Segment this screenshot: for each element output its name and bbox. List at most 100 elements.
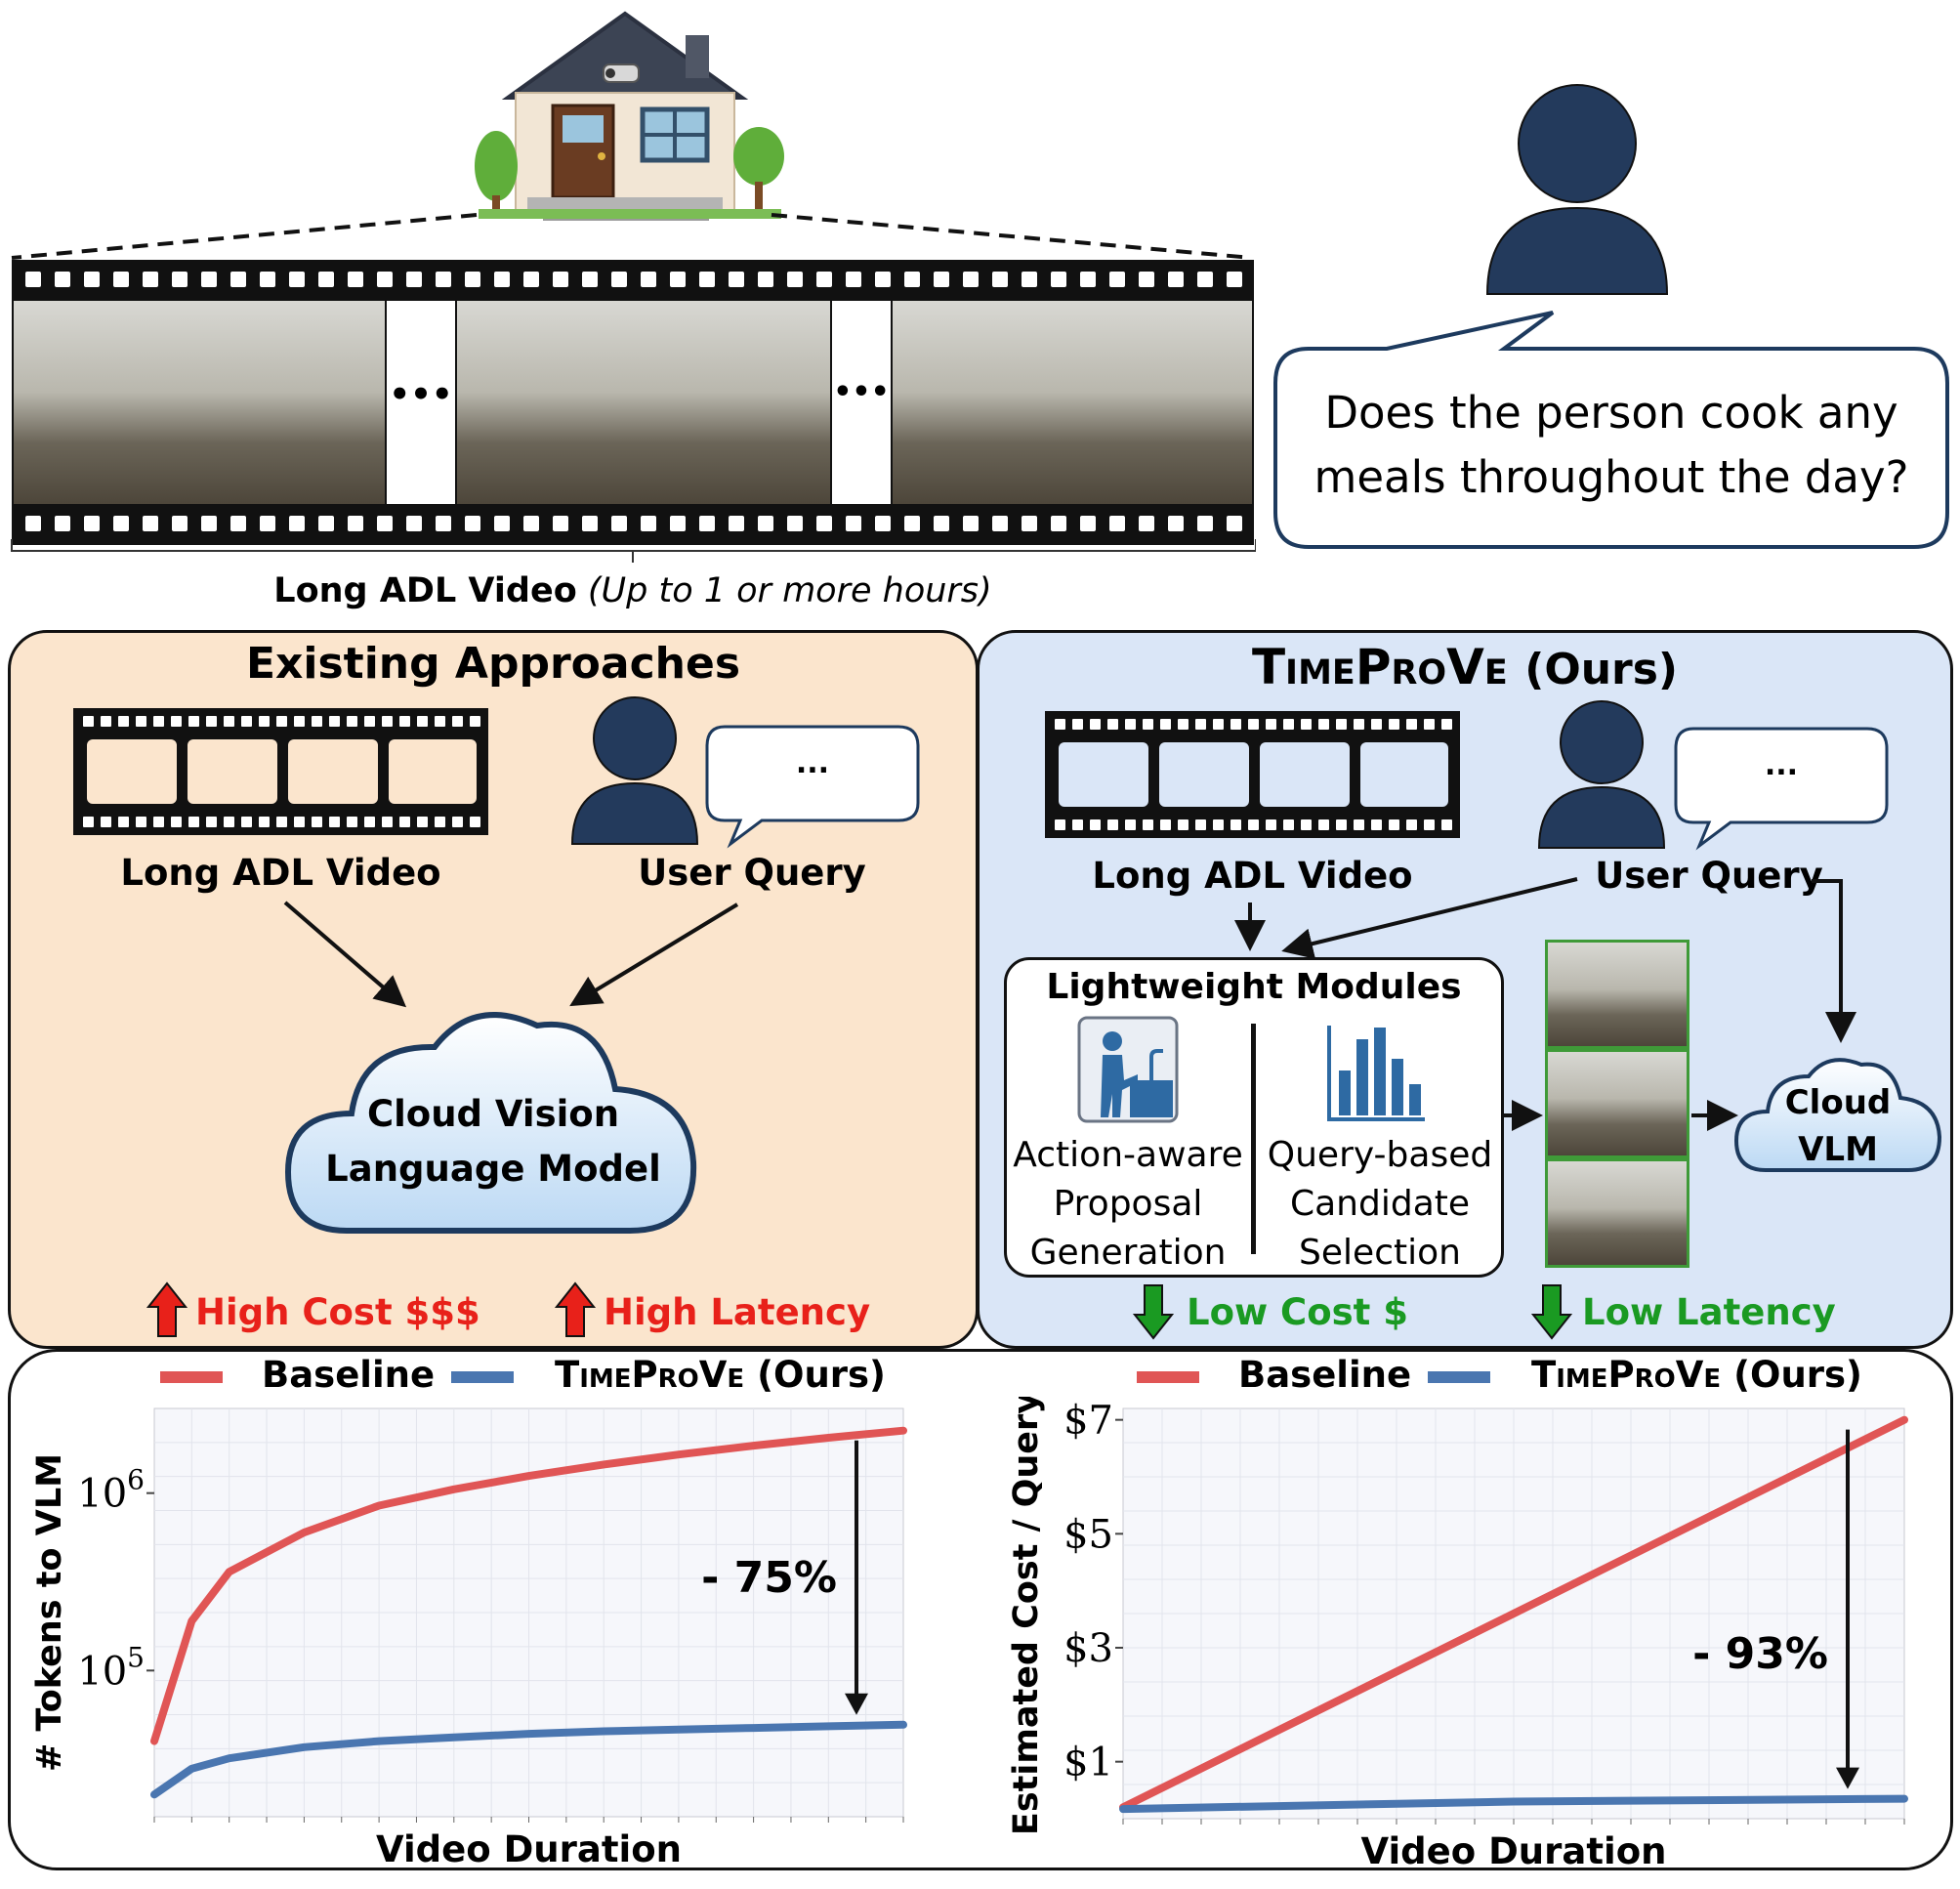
user-icon (1485, 84, 1669, 295)
legend-swatch-timeprove (451, 1371, 514, 1383)
sprocket-hole (201, 516, 217, 531)
sprocket-hole (241, 817, 252, 827)
sprocket-hole (1125, 819, 1136, 830)
sprocket-hole (582, 272, 598, 287)
sprocket-hole (1441, 819, 1452, 830)
sprocket-hole (553, 272, 568, 287)
video-brace (11, 539, 1256, 563)
y-axis-label: Estimated Cost / Query (1007, 1397, 1046, 1835)
existing-latency-label: High Latency (604, 1291, 871, 1333)
ours-video-label: Long ADL Video (1092, 855, 1413, 897)
baseline-line (150, 1426, 907, 1745)
existing-cost-label: High Cost $$$ (195, 1291, 480, 1333)
sprocket-hole (1441, 719, 1452, 730)
y-tick-label: 106 (77, 1464, 145, 1517)
sprocket-hole (136, 817, 146, 827)
legend-swatch-timeprove (1428, 1371, 1490, 1383)
sprocket-hole (699, 516, 715, 531)
film-ellipsis-2: ••• (833, 375, 890, 409)
sprocket-hole (1424, 719, 1435, 730)
query-line-1: Does the person cook any (1324, 387, 1898, 439)
y-axis-label: # Tokens to VLM (30, 1453, 69, 1772)
sprocket-hole (470, 817, 480, 827)
sprocket-hole (1139, 516, 1154, 531)
sprocket-hole (289, 516, 305, 531)
sprocket-hole (494, 272, 510, 287)
up-arrow-icon (146, 1281, 188, 1337)
sprocket-hole (1248, 819, 1259, 830)
film-strip: ••• ••• (12, 260, 1254, 545)
sprocket-hole (406, 516, 422, 531)
sprocket-hole (553, 516, 568, 531)
sprocket-hole (172, 516, 188, 531)
query-bubble-right (1674, 727, 1889, 851)
sprocket-hole (113, 516, 129, 531)
selected-frame-3 (1545, 1158, 1689, 1268)
sprocket-hole (294, 716, 305, 727)
sprocket-hole (241, 716, 252, 727)
ellipsis-gap-1 (387, 301, 455, 504)
y-tick-label: $1 (1063, 1741, 1113, 1785)
module1-line1: Action-aware (1013, 1135, 1243, 1175)
sprocket-hole (1125, 719, 1136, 730)
cloud-left-line1: Cloud Vision (366, 1093, 620, 1135)
sprocket-hole (1051, 272, 1066, 287)
sprocket-hole (171, 716, 182, 727)
sprocket-hole (699, 272, 715, 287)
sprocket-hole (1301, 719, 1312, 730)
legend-swatch-baseline (1137, 1371, 1199, 1383)
cloud-icon-right (1733, 1058, 1942, 1172)
module1-line3: Generation (1029, 1233, 1227, 1273)
existing-title: Existing Approaches (245, 639, 741, 689)
modules-title: Lightweight Modules (1046, 967, 1462, 1007)
sprocket-hole (452, 817, 463, 827)
film-ellipsis-1: ••• (389, 375, 453, 414)
sprocket-hole (470, 716, 480, 727)
legend-label-baseline: Baseline (262, 1354, 436, 1396)
ours-cost-label: Low Cost $ (1187, 1291, 1408, 1333)
sprocket-hole (172, 272, 188, 287)
sprocket-hole (1230, 819, 1241, 830)
sprocket-hole (1139, 272, 1154, 287)
sprocket-hole (1051, 516, 1066, 531)
sprocket-hole (143, 272, 158, 287)
reduction-annotation: - 93% (1692, 1629, 1828, 1679)
film-icon-right (1045, 711, 1460, 838)
sprocket-hole (435, 817, 445, 827)
sprocket-hole (329, 817, 340, 827)
sprocket-hole (523, 272, 539, 287)
sprocket-hole (329, 716, 340, 727)
sprocket-hole (1213, 719, 1224, 730)
sprocket-hole (1406, 819, 1417, 830)
sprocket-hole (188, 817, 199, 827)
sprocket-hole (1389, 719, 1399, 730)
sprocket-hole (787, 516, 803, 531)
sprocket-hole (1371, 819, 1382, 830)
sprocket-hole (1283, 719, 1294, 730)
sprocket-hole (230, 272, 246, 287)
sprocket-hole (153, 716, 164, 727)
sprocket-hole (83, 817, 94, 827)
sprocket-hole (399, 716, 410, 727)
down-arrow-icon (1531, 1284, 1572, 1340)
query-bubble-left (705, 725, 920, 849)
sprocket-hole (347, 817, 357, 827)
timeprove-line (150, 1720, 907, 1799)
sprocket-hole (1080, 272, 1096, 287)
cloud-left-text: Cloud Vision Language Model (293, 1087, 693, 1196)
sprocket-hole (1072, 819, 1083, 830)
sprocket-hole (260, 516, 275, 531)
chart2-legend: Baseline TimeProVe (Ours) (1133, 1354, 1914, 1399)
sprocket-hole (641, 272, 656, 287)
sprocket-hole (934, 272, 949, 287)
sprocket-hole (1143, 819, 1153, 830)
sprocket-hole (1160, 719, 1171, 730)
sprocket-hole (55, 516, 70, 531)
y-tick-label: $5 (1063, 1512, 1113, 1557)
query-bubble-left-text: ... (795, 746, 830, 780)
sprocket-hole (934, 516, 949, 531)
sprocket-hole (494, 516, 510, 531)
cloud-left-line2: Language Model (325, 1148, 661, 1190)
cloud-right-line1: Cloud (1784, 1083, 1892, 1122)
